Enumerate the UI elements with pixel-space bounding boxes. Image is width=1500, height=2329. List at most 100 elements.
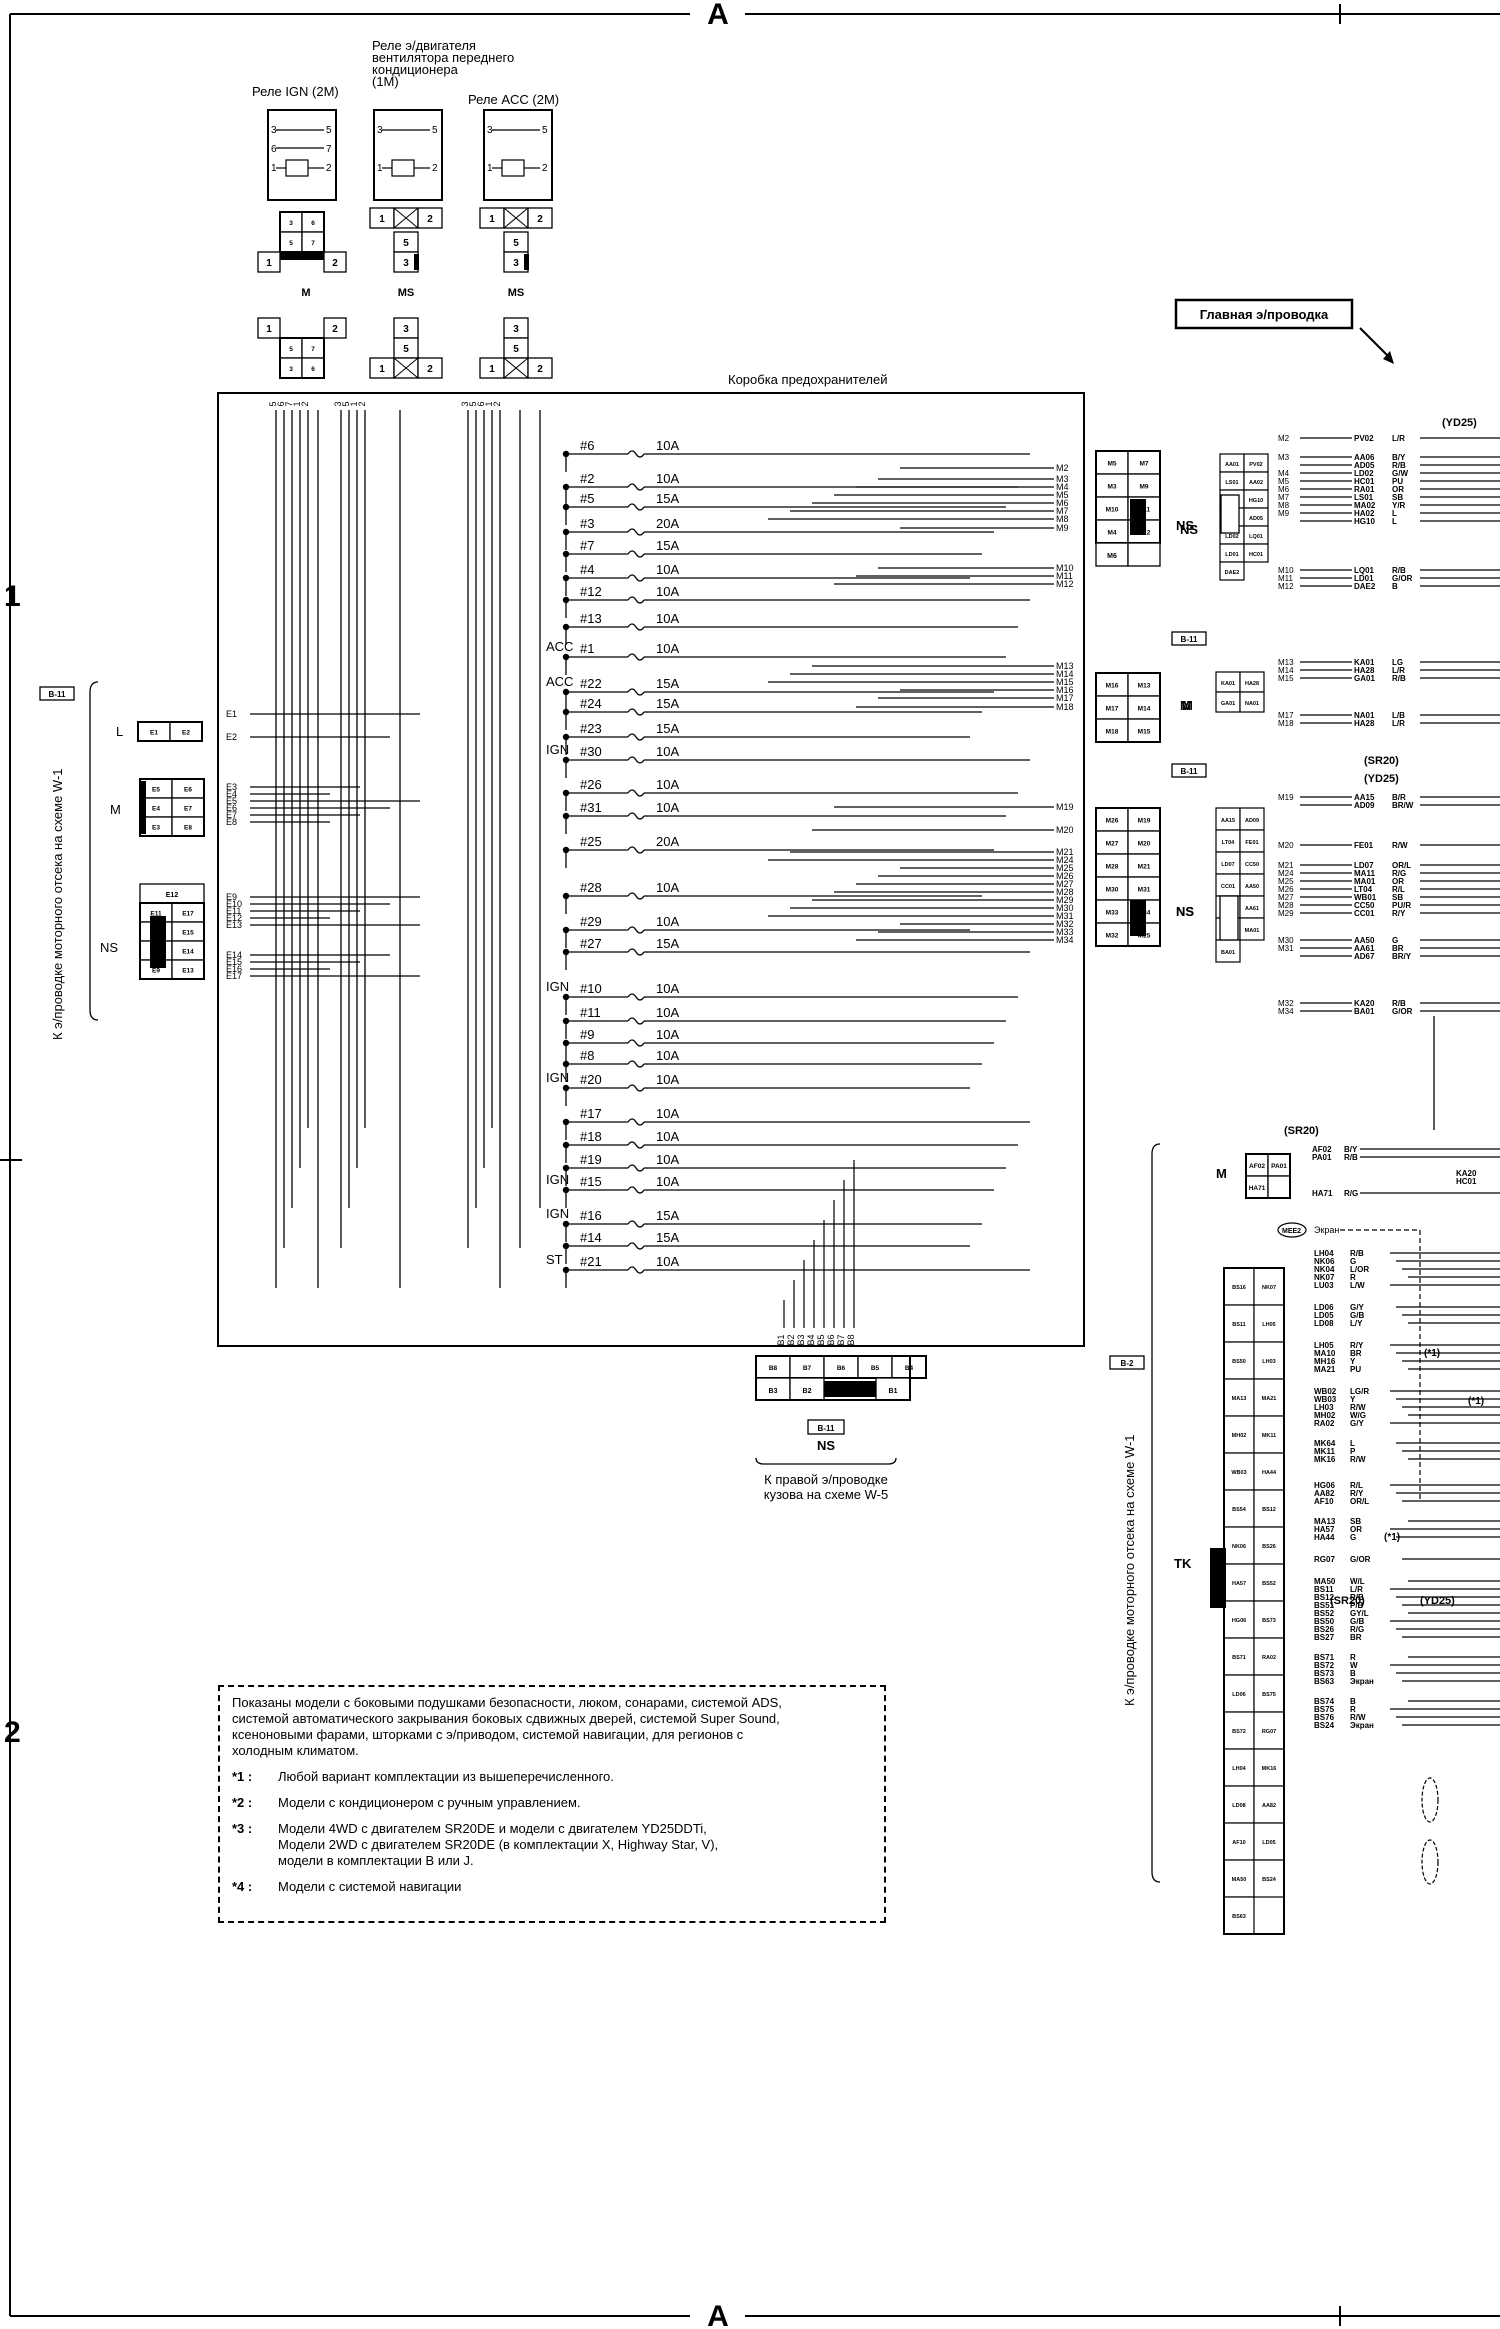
pin-label: M34: [1278, 1007, 1294, 1016]
fuse-rating: 15A: [656, 1230, 679, 1245]
wire: [393, 357, 419, 379]
wire-color: L: [1350, 1439, 1355, 1448]
wire-color: G/OR: [1392, 574, 1413, 583]
wire-code: MA21: [1314, 1365, 1336, 1374]
wire-color: GY/L: [1350, 1609, 1369, 1618]
wire-color: L/W: [1350, 1281, 1365, 1290]
cell-label: M6: [1107, 553, 1117, 560]
wire-code: HA71: [1312, 1189, 1333, 1198]
cell-label: M20: [1138, 841, 1151, 848]
note-item: *3 : Модели 4WD с двигателем SR20DE и мо…: [232, 1821, 872, 1869]
wire-code: LU03: [1314, 1281, 1334, 1290]
cell-label: NA01: [1245, 701, 1259, 707]
pin-label: M2: [1056, 463, 1069, 473]
fuse-group: IGN: [546, 742, 569, 757]
frame-letter: A: [707, 0, 729, 31]
wire-color: G: [1392, 936, 1398, 945]
cell-label: E8: [184, 825, 192, 832]
wire-code: HA44: [1314, 1533, 1335, 1542]
wire-color: Экран: [1350, 1677, 1374, 1686]
wire-code: GA01: [1354, 674, 1375, 683]
pin-label: M9: [1056, 523, 1069, 533]
pin-label: M28: [1278, 901, 1294, 910]
connector-name: L: [116, 724, 123, 739]
pin-label: E8: [226, 817, 237, 827]
wire-color: R/G: [1350, 1625, 1364, 1634]
fuse-id: #4: [580, 562, 594, 577]
wire-code: LD02: [1354, 469, 1374, 478]
fuse-rating: 10A: [656, 800, 679, 815]
wire-code: RG07: [1314, 1555, 1335, 1564]
wire-code: BS50: [1314, 1617, 1335, 1626]
note-text: Модели с кондиционером с ручным управлен…: [278, 1795, 581, 1810]
pin-label: M10: [1278, 566, 1294, 575]
wire-color: L/Y: [1350, 1319, 1363, 1328]
wire-code: HA28: [1354, 719, 1375, 728]
cell-label: LQ01: [1249, 534, 1263, 540]
connector-name: MS: [398, 287, 415, 299]
pin-label: E17: [226, 971, 242, 981]
fuse-symbol: [627, 1084, 645, 1092]
connector-body: [755, 1355, 911, 1401]
wire-code: BS76: [1314, 1713, 1335, 1722]
ref-label: B-11: [818, 1424, 835, 1433]
relay-pin: 7: [326, 144, 332, 155]
connector-ns-low: [1095, 807, 1161, 947]
note-item: *4 : Модели с системой навигации: [232, 1879, 872, 1895]
wire-code: BS11: [1314, 1585, 1334, 1594]
fuse-id: #22: [580, 676, 602, 691]
connector-key: [1130, 900, 1146, 936]
cell-label: HC01: [1249, 552, 1263, 558]
wire-color: G/B: [1350, 1311, 1364, 1320]
pin-label: M17: [1278, 711, 1294, 720]
cell-label: B2: [803, 1388, 812, 1395]
cell-label: BS16: [1232, 1285, 1246, 1291]
pin-label: M26: [1278, 885, 1294, 894]
relay-pin: 2: [326, 163, 332, 174]
fuse-id: #17: [580, 1106, 602, 1121]
row-number: 2: [4, 1716, 21, 1749]
fuse-rating: 10A: [656, 1106, 679, 1121]
pin-label: B7: [836, 1334, 846, 1345]
cell-label: 5: [289, 240, 293, 247]
wire-color: W/G: [1350, 1411, 1366, 1420]
notes-intro: Показаны модели с боковыми подушками без…: [232, 1695, 782, 1758]
wire-color: BR: [1350, 1633, 1362, 1642]
fuse-rating: 10A: [656, 562, 679, 577]
fuse-id: #31: [580, 800, 602, 815]
fuse-symbol: [627, 550, 645, 558]
pin-label: M26: [1056, 871, 1074, 881]
fuse-symbol: [627, 708, 645, 716]
fuse-id: #14: [580, 1230, 602, 1245]
note-mark: *1 :: [232, 1769, 253, 1784]
wire-color: L/OR: [1350, 1265, 1369, 1274]
connector-key: [280, 252, 324, 260]
fuse-rating: 10A: [656, 1254, 679, 1269]
pin-label: M15: [1056, 677, 1074, 687]
cell-label: LD01: [1225, 552, 1238, 558]
cell-label: BS73: [1262, 1618, 1276, 1624]
wire-code: WB03: [1314, 1395, 1337, 1404]
cell-label: MK16: [1262, 1766, 1277, 1772]
fuse-rating: 10A: [656, 611, 679, 626]
variant-label: (SR20): [1284, 1125, 1319, 1137]
wire-color: L: [1392, 509, 1397, 518]
fuse-id: #24: [580, 696, 602, 711]
connector-name: M: [1180, 698, 1191, 713]
connector-cell: [1253, 1452, 1285, 1491]
cell-label: 5: [403, 344, 409, 355]
fuse-id: #13: [580, 611, 602, 626]
fuse-rating: 10A: [656, 641, 679, 656]
cell-label: HA57: [1232, 1581, 1246, 1587]
cell-label: M21: [1138, 864, 1151, 871]
pointer-arrow: [1359, 327, 1391, 359]
connector-name: TK: [1174, 1556, 1192, 1571]
cell-label: 7: [311, 346, 315, 353]
cell-label: 3: [403, 324, 409, 335]
relay-body: [267, 109, 337, 201]
connector-l: [137, 721, 203, 742]
pin-label: M4: [1056, 482, 1069, 492]
wire-code: MA10: [1314, 1349, 1336, 1358]
connector-cell: [1223, 1415, 1255, 1454]
wire-color: R/B: [1392, 674, 1406, 683]
